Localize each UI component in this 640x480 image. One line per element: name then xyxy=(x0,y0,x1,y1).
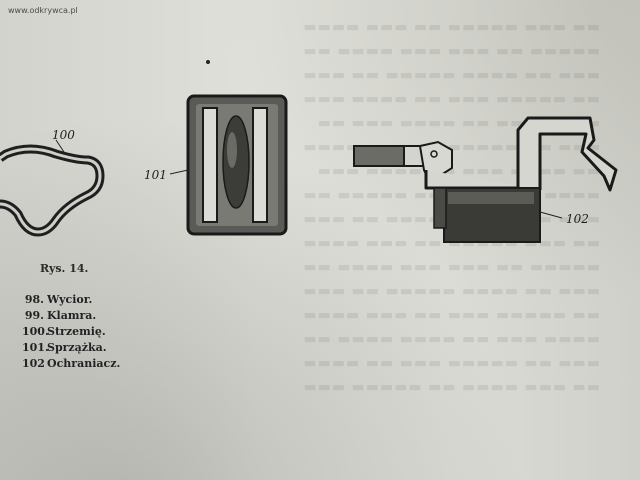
legend-number: 98. xyxy=(24,293,44,306)
label-part-100: 100 xyxy=(52,128,75,142)
legend-text: Sprzążka. xyxy=(47,341,107,354)
legend-item: 99.Klamra. xyxy=(22,308,120,324)
label-part-102: 102 xyxy=(566,212,589,226)
legend-number: 102 xyxy=(22,357,45,370)
legend-number: 101. xyxy=(22,341,49,354)
buckle-drawing xyxy=(169,94,288,236)
figure-caption: Rys. 14. xyxy=(40,262,89,275)
legend-item: 101.Sprzążka. xyxy=(22,340,120,356)
legend-item: 100.Strzemię. xyxy=(22,324,120,340)
stirrup-drawing xyxy=(0,139,105,237)
legend-text: Ochraniacz. xyxy=(47,357,121,370)
label-part-101: 101 xyxy=(144,168,167,182)
legend-number: 100. xyxy=(22,325,49,338)
legend-text: Klamra. xyxy=(47,309,97,322)
watermark: www.odkrywca.pl xyxy=(8,6,78,15)
legend-number: 99. xyxy=(24,309,44,322)
legend-text: Wycior. xyxy=(47,293,93,306)
guard-drawing xyxy=(353,116,618,243)
legend-item: 98.Wycior. xyxy=(22,292,120,308)
ink-speck xyxy=(206,60,210,64)
legend-text: Strzemię. xyxy=(47,325,106,338)
parts-legend: 98.Wycior. 99.Klamra. 100.Strzemię. 101.… xyxy=(22,292,120,372)
